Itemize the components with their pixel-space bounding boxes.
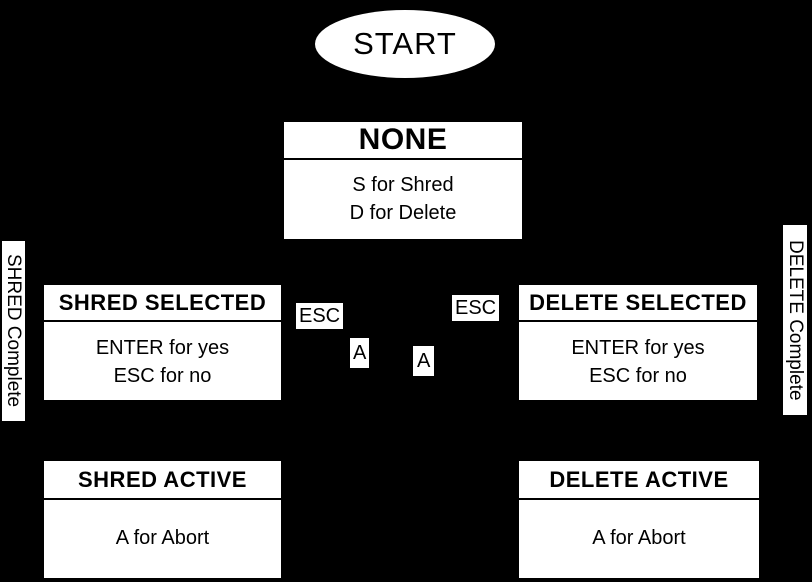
state-body-shred-active: A for Abort	[44, 500, 281, 576]
state-line: ENTER for yes	[95, 337, 230, 359]
edge-label-esc-right: ESC	[452, 295, 500, 321]
state-node-none: NONE S for Shred D for Delete	[284, 122, 522, 239]
state-line: D for Delete	[349, 202, 457, 224]
state-body-delete-selected: ENTER for yes ESC for no	[519, 322, 757, 390]
state-line: ESC for no	[589, 365, 687, 387]
state-node-start: START	[315, 10, 495, 78]
state-title-shred-selected: SHRED SELECTED	[44, 285, 281, 322]
state-node-shred-active: SHRED ACTIVE A for Abort	[44, 461, 281, 578]
state-title-shred-active: SHRED ACTIVE	[44, 461, 281, 500]
state-line: A for Abort	[115, 527, 210, 549]
edge-label-delete-complete: DELETE Complete	[783, 225, 807, 415]
state-body-delete-active: A for Abort	[519, 500, 759, 576]
state-body-shred-selected: ENTER for yes ESC for no	[44, 322, 281, 390]
state-title-none: NONE	[284, 122, 522, 160]
edge-label-a-left: A	[350, 338, 370, 368]
edge-label-a-right: A	[413, 346, 435, 376]
state-label-start: START	[353, 26, 457, 61]
state-line: ENTER for yes	[571, 337, 705, 359]
state-title-delete-selected: DELETE SELECTED	[519, 285, 757, 322]
state-node-delete-active: DELETE ACTIVE A for Abort	[519, 461, 759, 578]
state-title-delete-active: DELETE ACTIVE	[519, 461, 759, 500]
state-line: S for Shred	[352, 174, 454, 196]
state-node-shred-selected: SHRED SELECTED ENTER for yes ESC for no	[44, 285, 281, 400]
state-line: ESC for no	[113, 365, 212, 387]
state-node-delete-selected: DELETE SELECTED ENTER for yes ESC for no	[519, 285, 757, 400]
state-line: A for Abort	[592, 527, 686, 549]
state-body-none: S for Shred D for Delete	[284, 160, 522, 227]
edge-label-esc-left: ESC	[296, 303, 344, 329]
edge-label-shred-complete: SHRED Complete	[2, 241, 25, 421]
